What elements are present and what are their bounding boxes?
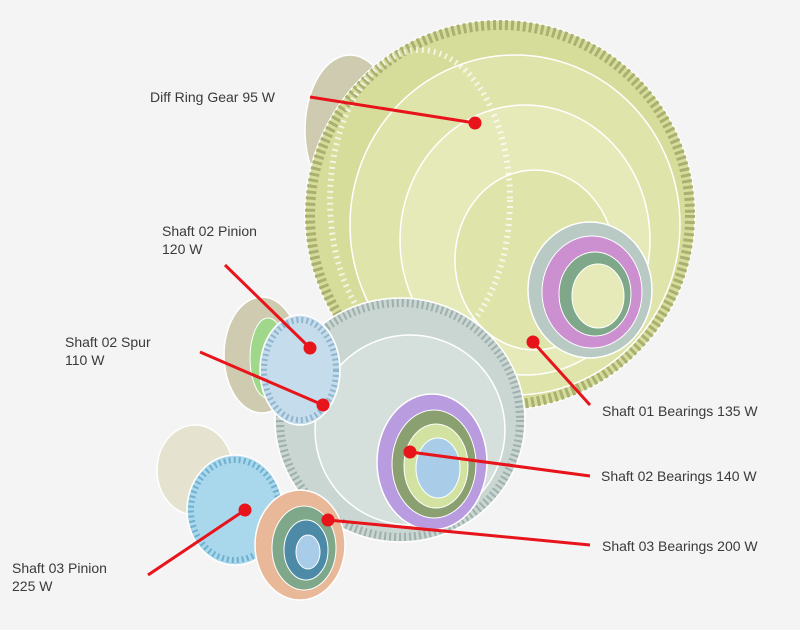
leader-shaft02-bearings: [409, 450, 591, 478]
leader-shaft02-spur: [199, 350, 324, 407]
label-shaft02-spur: Shaft 02 Spur 110 W: [65, 333, 151, 369]
shaft03-bearing: [254, 489, 346, 601]
label-value: 120 W: [162, 241, 203, 257]
label-name: Shaft 03 Pinion: [12, 560, 107, 576]
label-value: 110 W: [65, 352, 105, 368]
leader-diff-ring-gear: [309, 95, 476, 125]
label-shaft01-bearings: Shaft 01 Bearings 135 W: [602, 403, 758, 419]
label-shaft03-bearings: Shaft 03 Bearings 200 W: [602, 538, 758, 554]
leader-shaft03-bearings: [327, 518, 591, 547]
leader-shaft01-bearings: [531, 340, 592, 407]
label-name: Shaft 02 Spur: [65, 334, 151, 350]
label-shaft03-pinion: Shaft 03 Pinion 225 W: [12, 559, 107, 595]
leader-shaft02-pinion: [223, 263, 312, 350]
shaft02-bearing: [376, 393, 488, 531]
label-diff-ring-gear: Diff Ring Gear 95 W: [150, 89, 276, 105]
label-name: Shaft 02 Pinion: [162, 223, 257, 239]
label-shaft02-bearings: Shaft 02 Bearings 140 W: [601, 468, 757, 484]
leader-shaft03-pinion: [147, 508, 246, 577]
label-value: 225 W: [12, 578, 53, 594]
shaft01-bearing: [527, 221, 653, 359]
shaft02-pinion: [259, 314, 341, 426]
label-shaft02-pinion: Shaft 02 Pinion 120 W: [162, 222, 257, 258]
